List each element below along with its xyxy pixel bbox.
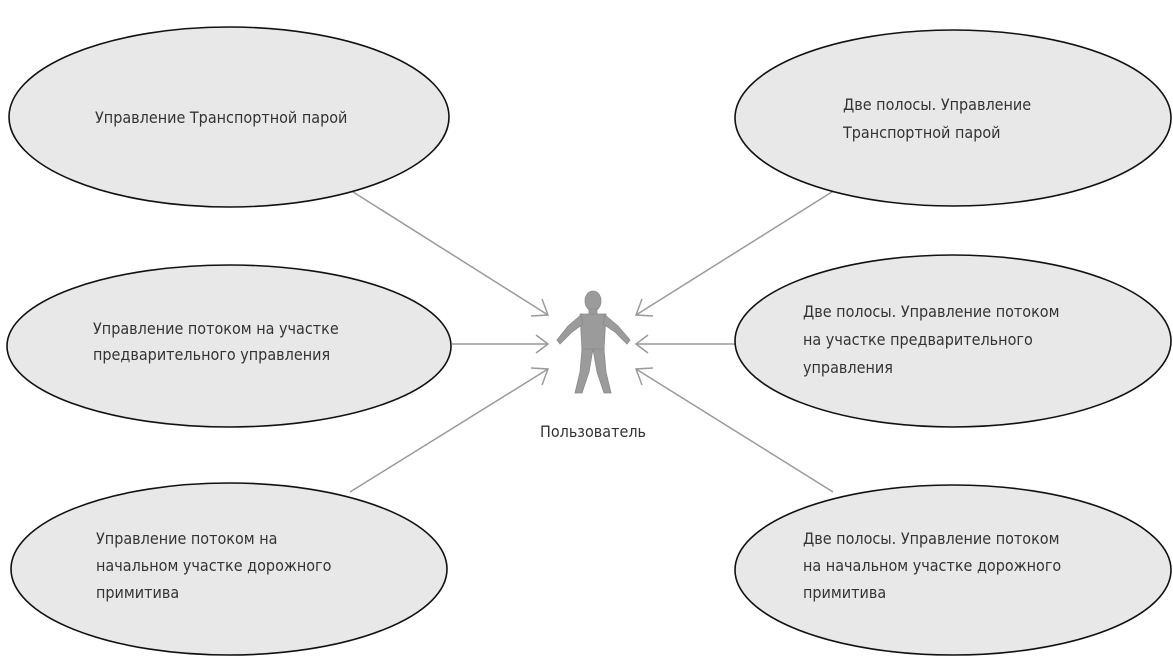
use-case-ellipse — [10, 482, 448, 656]
arrow-head-uc-6 — [634, 367, 654, 386]
association-uc-4 — [635, 189, 836, 316]
actor-label: Пользователь — [540, 422, 646, 441]
arrow-head-uc-5 — [634, 334, 649, 354]
association-uc-6 — [635, 368, 834, 493]
use-case-label: Управление Транспортной парой — [95, 108, 347, 127]
use-case-uc-5[interactable]: Две полосы. Управление потоком на участк… — [734, 254, 1172, 428]
arrow-head-uc-2 — [535, 334, 550, 354]
use-case-ellipse — [8, 26, 450, 208]
association-uc-1 — [349, 189, 549, 316]
use-case-ellipse — [734, 254, 1172, 428]
use-case-label: Две полосы. Управление потоком на началь… — [803, 529, 1066, 602]
use-case-uc-2[interactable]: Управление потоком на участке предварите… — [6, 264, 452, 428]
use-case-label: Управление потоком на начальном участке … — [96, 529, 336, 602]
associations — [349, 189, 836, 493]
arrow-head-uc-1 — [530, 298, 550, 317]
use-case-uc-4[interactable]: Две полосы. Управление Транспортной паро… — [734, 29, 1172, 207]
use-case-ellipse — [6, 264, 452, 428]
person-icon — [556, 290, 631, 394]
actor-user[interactable]: Пользователь — [540, 290, 646, 441]
arrow-head-uc-4 — [634, 298, 654, 317]
use-case-label: Две полосы. Управление потоком на участк… — [803, 302, 1064, 377]
use-case-uc-1[interactable]: Управление Транспортной парой — [8, 26, 450, 208]
use-case-uc-6[interactable]: Две полосы. Управление потоком на началь… — [734, 484, 1172, 656]
use-case-ellipse — [734, 29, 1172, 207]
use-case-label: Управление потоком на участке предварите… — [93, 319, 343, 364]
arrow-heads — [530, 298, 654, 386]
use-case-label: Две полосы. Управление Транспортной паро… — [842, 95, 1036, 142]
association-uc-3 — [349, 368, 549, 493]
use-case-uc-3[interactable]: Управление потоком на начальном участке … — [10, 482, 448, 656]
use-case-ellipse — [734, 484, 1172, 656]
arrow-head-uc-3 — [530, 367, 550, 386]
